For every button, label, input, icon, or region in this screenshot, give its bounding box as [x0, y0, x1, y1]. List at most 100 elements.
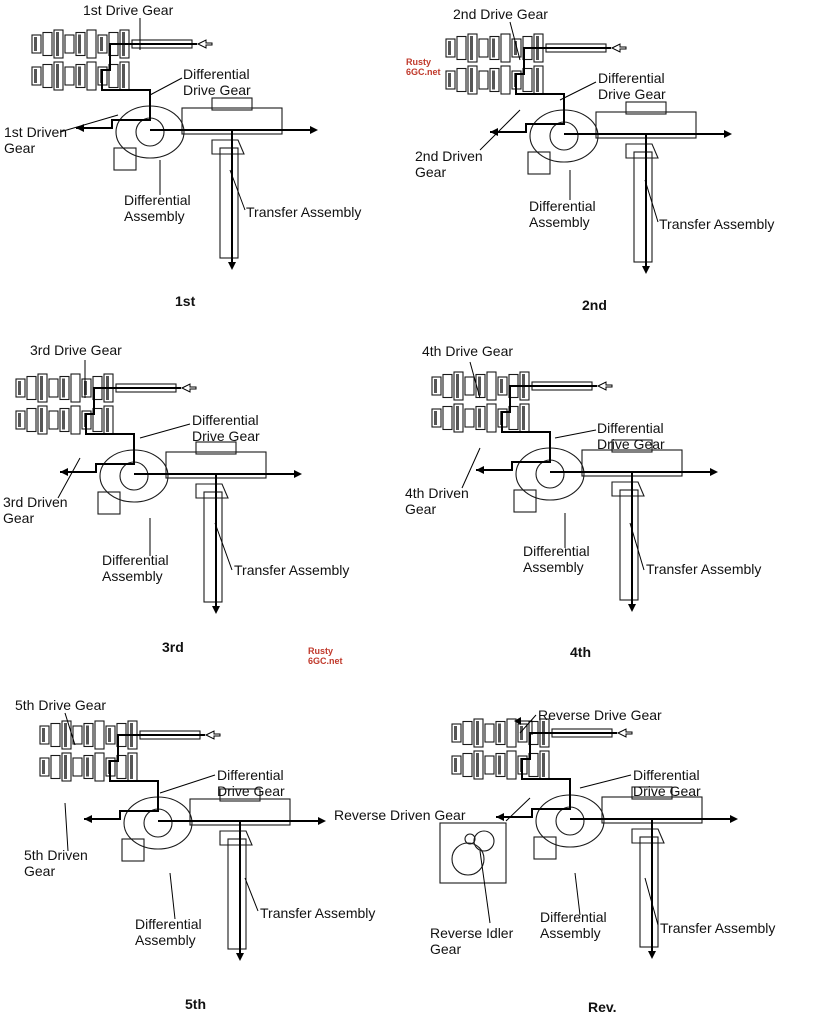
transfer-assembly-label: Transfer Assembly [646, 561, 762, 577]
gear-shading [478, 376, 481, 396]
transfer-cover [611, 439, 653, 453]
output-arrow-icon [60, 468, 68, 476]
gear-disc [116, 754, 127, 780]
output-arrow-icon [294, 470, 302, 478]
input-arrow-icon [616, 728, 633, 738]
gear-disc [462, 720, 473, 746]
gear-shading [492, 70, 495, 90]
transaxle-mechanism [15, 373, 302, 614]
drive-gear-label: 2nd Drive Gear [453, 6, 548, 22]
gear-shading [520, 726, 523, 740]
gear-shading [42, 728, 45, 742]
gear-disc [86, 61, 97, 91]
gear-caption: 2nd [582, 297, 607, 313]
gear-caption: 1st [175, 293, 196, 309]
gear-shading [64, 755, 67, 779]
gear-disc [478, 38, 489, 58]
power-flow-line [84, 734, 205, 820]
propeller-shaft [619, 489, 639, 601]
gear-disc [489, 35, 500, 61]
gear-disc [70, 405, 81, 435]
idler-inset-box [439, 822, 507, 884]
gear-shading [86, 757, 89, 777]
leader-line [149, 77, 183, 96]
gear-disc [37, 405, 48, 435]
gear-disc [489, 67, 500, 93]
leader-line [479, 850, 491, 924]
output-arrow-icon [642, 266, 650, 274]
reverse-arrow-line [520, 720, 533, 735]
input-arrow-icon [596, 381, 613, 391]
gear-shading [62, 378, 65, 398]
leader-line [505, 797, 531, 822]
gear-disc [464, 408, 475, 428]
driven-gear-label: 3rd Driven Gear [3, 494, 68, 526]
gear-disc [451, 755, 462, 775]
gear-shading [470, 36, 473, 60]
leader-line [574, 872, 581, 916]
gear-shading [456, 406, 459, 430]
gear-disc [517, 723, 528, 743]
output-arrow-icon [496, 813, 504, 821]
driven-gear-label: 2nd Driven Gear [415, 148, 483, 180]
power-flow-line [490, 47, 611, 133]
leader-line [519, 714, 537, 734]
gear-shading [78, 34, 81, 54]
gear-disc [15, 410, 26, 430]
gear-diagram-5th: 5th Drive Gear Differential Drive Gear 5… [0, 683, 419, 1024]
idler-gear-circle [451, 842, 485, 876]
output-arrow-icon [648, 951, 656, 959]
gear-shading [498, 723, 501, 743]
driven-gear-label: 5th Driven Gear [24, 847, 88, 879]
gear-shading [454, 758, 457, 772]
differential-case [97, 491, 121, 515]
differential-drive-gear-label: Differential Drive Gear [192, 412, 260, 444]
gear-disc [473, 750, 484, 780]
gear-disc [464, 376, 475, 396]
transaxle-drawing [39, 712, 326, 961]
gear-shading [62, 410, 65, 430]
gear-diagram-4th: 4th Drive Gear Differential Drive Gear 4… [405, 338, 829, 679]
gear-shading [476, 753, 479, 777]
transfer-assembly-label: Transfer Assembly [260, 905, 376, 921]
differential-gear [535, 459, 565, 489]
differential-drive-gear-label: Differential Drive Gear [597, 420, 665, 452]
differential-case [533, 836, 557, 860]
transfer-assembly-label: Transfer Assembly [246, 204, 362, 220]
propeller-shaft [633, 151, 653, 263]
leader-line [579, 774, 632, 789]
gear-disc [442, 373, 453, 399]
differential-assembly-label: Differential Assembly [529, 198, 596, 230]
drive-gear-label: Reverse Drive Gear [538, 707, 662, 723]
gear-disc [445, 70, 456, 90]
driven-gear-label: Reverse Driven Gear [334, 807, 466, 823]
leader-line [159, 774, 216, 794]
propeller-shaft [639, 836, 659, 948]
reverse-arrow-icon [514, 717, 521, 725]
differential-assembly-label: Differential Assembly [135, 916, 202, 948]
gear-shading [456, 374, 459, 398]
gear-disc [506, 750, 517, 780]
gear-shading [34, 69, 37, 83]
gear-disc [92, 407, 103, 433]
transaxle-drawing [439, 714, 738, 959]
gear-disc [453, 403, 464, 433]
transfer-cover [625, 101, 667, 115]
leader-line [57, 457, 81, 499]
transaxle-mechanism [445, 33, 732, 274]
transfer-assembly-label: Transfer Assembly [660, 920, 776, 936]
gear-disc [486, 403, 497, 433]
differential-case [121, 838, 145, 862]
leader-line [461, 447, 481, 489]
leader-line [169, 872, 176, 920]
gear-disc [15, 378, 26, 398]
leader-line [644, 877, 659, 926]
gear-disc [475, 373, 486, 399]
gear-disc [59, 407, 70, 433]
gear-disc [31, 34, 42, 54]
gear-shading [106, 408, 109, 432]
gear-shading [448, 73, 451, 87]
gear-shading [536, 68, 539, 92]
gear-disc [453, 371, 464, 401]
gear-diagram-1st: 1st Drive Gear Differential Drive Gear 1… [0, 0, 419, 341]
